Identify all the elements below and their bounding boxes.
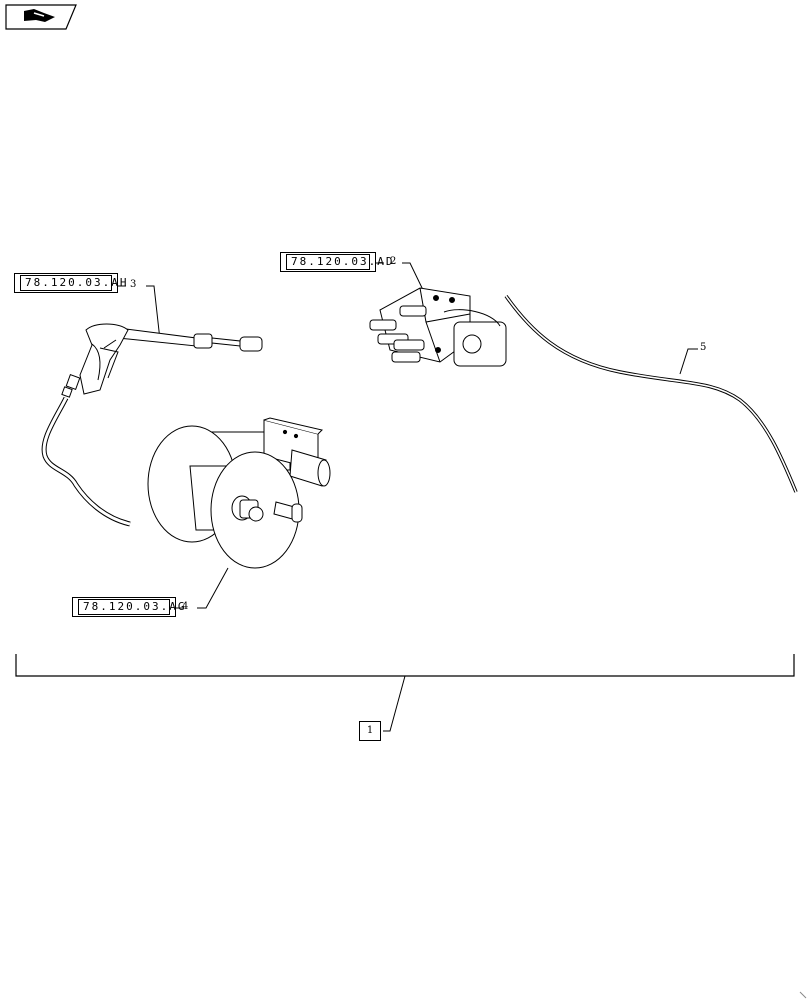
spray-gun [61,323,263,398]
reference-reel[interactable]: 78.120.03.AG [72,597,184,617]
reference-gun[interactable]: 78.120.03.AH [14,273,126,293]
callout-1: 1 [366,725,374,736]
reference-reel-label: 78.120.03.AG [78,599,184,615]
callout-1-box[interactable]: 1 [359,721,381,741]
hose-reel [147,417,331,569]
page-turn-icon[interactable] [5,4,77,30]
leader-2 [402,262,425,293]
callout-2: 2 [390,256,397,267]
hose [504,294,798,493]
pump [369,287,507,367]
leader-3 [146,285,161,341]
reference-gun-label: 78.120.03.AH [20,275,126,291]
leader-4 [197,567,229,609]
callout-4: 4 [182,601,189,612]
callout-5: 5 [700,342,707,353]
edge-mark [799,991,807,999]
assembly-bracket [15,654,795,677]
callout-3: 3 [130,279,137,290]
reference-pump[interactable]: 78.120.03.AD [280,252,392,272]
reference-pump-label: 78.120.03.AD [286,254,392,270]
leader-1 [383,675,406,732]
leader-5 [679,348,698,375]
